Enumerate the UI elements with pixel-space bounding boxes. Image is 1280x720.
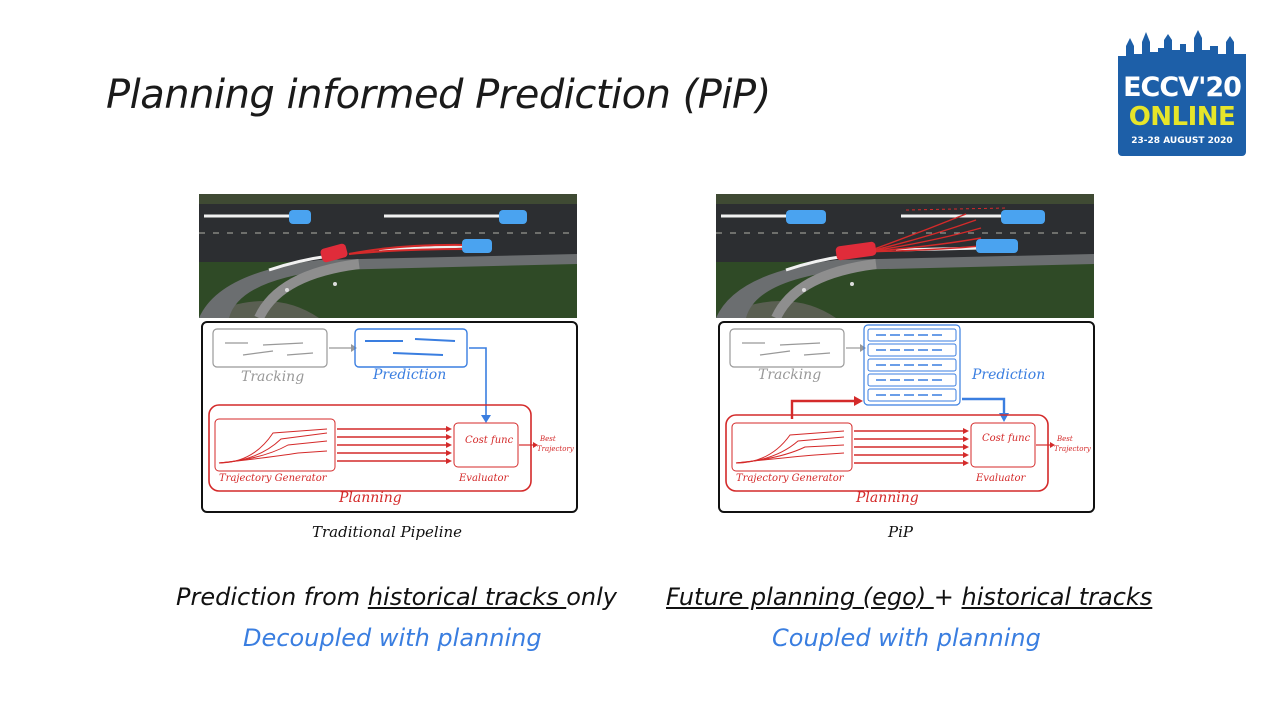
left-statement: Prediction from historical tracks only: [176, 583, 617, 611]
logo-line-2: ONLINE: [1128, 102, 1236, 132]
trajectory-generator-label: Trajectory Generator: [736, 473, 844, 484]
trajectory-label: Trajectory: [537, 445, 574, 453]
right-subtitle: Coupled with planning: [772, 624, 1041, 652]
road-scene-image: [199, 194, 577, 318]
prediction-label: Prediction: [972, 367, 1046, 383]
right-statement-c: historical tracks: [961, 583, 1153, 611]
pipeline-diagram: Tracking Prediction Cost func Best Traje…: [201, 321, 578, 513]
best-label: Best: [1057, 435, 1073, 443]
skyline-icon: [1118, 30, 1246, 70]
left-caption: Traditional Pipeline: [312, 523, 463, 541]
evaluator-label: Evaluator: [976, 473, 1026, 484]
eccv-logo: ECCV'20 ONLINE 23-28 AUGUST 2020: [1118, 28, 1246, 156]
prediction-label: Prediction: [373, 367, 447, 383]
cost-func-label: Cost func: [982, 433, 1031, 444]
planning-label: Planning: [856, 490, 919, 506]
right-statement: Future planning (ego) + historical track…: [666, 583, 1152, 611]
left-subtitle: Decoupled with planning: [243, 624, 542, 652]
pipeline-diagram: Tracking Prediction Cost func Best Traje…: [718, 321, 1095, 513]
tracking-label: Tracking: [241, 369, 305, 385]
right-statement-a: Future planning (ego): [666, 583, 934, 611]
planning-label: Planning: [339, 490, 402, 506]
evaluator-label: Evaluator: [459, 473, 509, 484]
left-statement-c: only: [566, 583, 617, 611]
trajectory-generator-label: Trajectory Generator: [219, 473, 327, 484]
right-statement-b: +: [933, 583, 962, 611]
logo-line-1: ECCV'20: [1123, 72, 1242, 103]
right-caption: PiP: [888, 523, 913, 541]
best-label: Best: [540, 435, 556, 443]
tracking-label: Tracking: [758, 367, 822, 383]
road-scene-image: [716, 194, 1094, 318]
slide-title: Planning informed Prediction (PiP): [106, 72, 771, 118]
left-statement-b: historical tracks: [367, 583, 567, 611]
trajectory-label: Trajectory: [1054, 445, 1091, 453]
logo-line-3: 23-28 AUGUST 2020: [1131, 136, 1233, 146]
left-statement-a: Prediction from: [176, 583, 368, 611]
cost-func-label: Cost func: [465, 435, 514, 446]
